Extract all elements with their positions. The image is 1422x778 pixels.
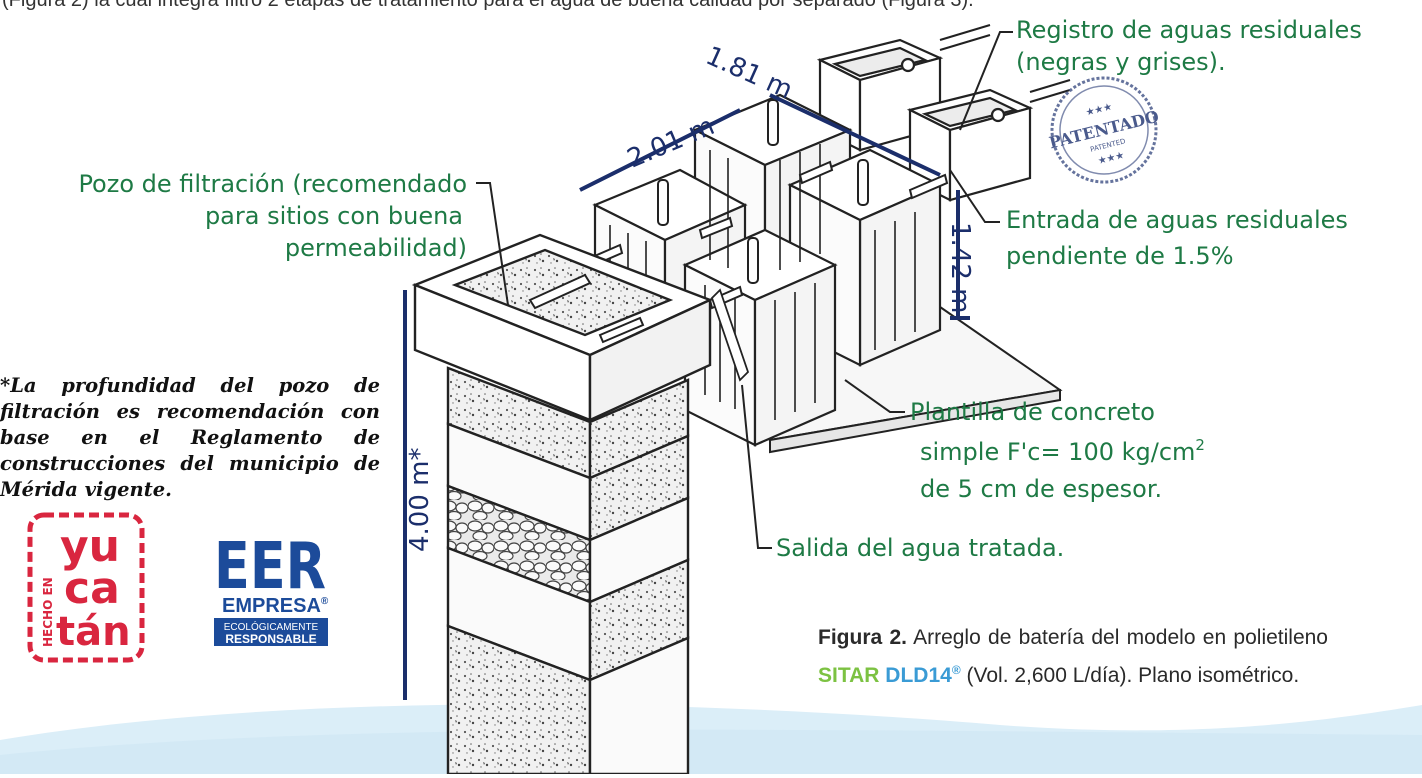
- label-registro-1: Registro de aguas residuales: [1016, 16, 1362, 44]
- label-pozo-2: para sitios con buena: [205, 202, 463, 230]
- filtration-well: [411, 233, 714, 776]
- eer-reg: ®: [321, 596, 329, 607]
- eer-empresa: EMPRESA®: [222, 595, 329, 617]
- dimension-1-81: 1.81 m: [701, 41, 797, 106]
- caption-reg: ®: [951, 663, 961, 677]
- caption-fig-label: Figura 2.: [818, 626, 907, 649]
- septic-tank-battery: [588, 93, 949, 447]
- top-cut-text: (Figura 2) la cual integra filtro 2 etap…: [2, 0, 974, 11]
- leader-lines: [476, 31, 1013, 549]
- label-pozo-3: permeabilidad): [285, 234, 467, 262]
- dimension-4-00: 4.00 m*: [405, 448, 435, 552]
- dimension-lines: [403, 93, 970, 700]
- stamp-top: ★★★: [1085, 102, 1114, 119]
- label-registro-2: (negras y grises).: [1016, 48, 1226, 76]
- eer-empresa-text: EMPRESA: [222, 595, 321, 617]
- yucatan-l1: yu: [60, 521, 120, 572]
- yucatan-l2: ca: [64, 563, 120, 614]
- figure-caption: Figura 2. Arreglo de batería del modelo …: [818, 622, 1328, 692]
- label-entrada-2: pendiente de 1.5%: [1006, 242, 1234, 270]
- caption-text-a: Arreglo de batería del modelo en polieti…: [906, 626, 1328, 649]
- stamp-bottom: ★★★: [1097, 150, 1126, 167]
- eer-logo: EER EMPRESA® ECOLÓGICAMENTE RESPONSABLE: [214, 530, 329, 646]
- dimension-1-42: 1.42 m: [945, 222, 975, 313]
- label-salida: Salida del agua tratada.: [776, 534, 1064, 562]
- yucatan-side: HECHO EN: [41, 577, 55, 647]
- label-entrada-1: Entrada de aguas residuales: [1006, 206, 1348, 234]
- label-plantilla-3: de 5 cm de espesor.: [920, 475, 1162, 503]
- yucatan-l3: tán: [56, 609, 131, 655]
- label-plantilla-sup: 2: [1195, 436, 1205, 454]
- depth-note: *La profundidad del pozo de filtración e…: [0, 374, 380, 501]
- caption-brand-dld14: DLD14: [885, 664, 952, 687]
- label-plantilla-1: Plantilla de concreto: [910, 398, 1155, 426]
- patentado-stamp: ★★★ PATENTADO PATENTED ★★★: [1047, 76, 1161, 184]
- wastewater-registers: [816, 23, 1071, 202]
- caption-text-b: (Vol. 2,600 L/día). Plano isométrico.: [960, 664, 1300, 687]
- hecho-en-yucatan-logo: HECHO EN yu ca tán: [27, 512, 145, 663]
- background-wave-2: [0, 729, 1422, 774]
- label-plantilla-2-text: simple F'c= 100 kg/cm: [920, 438, 1195, 466]
- label-pozo-1: Pozo de filtración (recomendado: [78, 170, 467, 198]
- eer-responsable: RESPONSABLE: [225, 632, 316, 646]
- eer-ecologicamente: ECOLÓGICAMENTE: [224, 620, 319, 633]
- caption-brand-sitar: SITAR: [818, 664, 880, 687]
- eer-big: EER: [214, 530, 326, 604]
- label-plantilla-2: simple F'c= 100 kg/cm2: [920, 436, 1205, 466]
